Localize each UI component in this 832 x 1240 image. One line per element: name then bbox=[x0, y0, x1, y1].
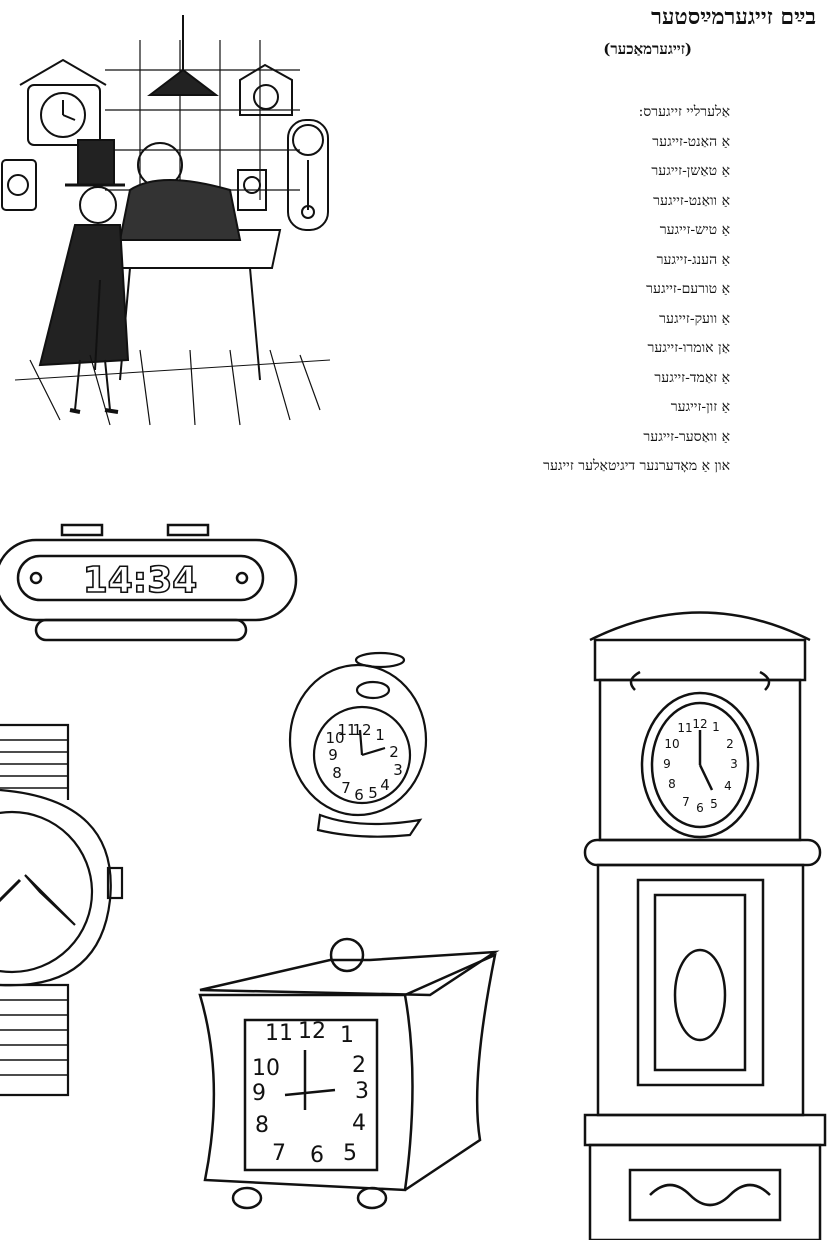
watchmaker-shop-illustration bbox=[1, 15, 331, 426]
svg-text:8: 8 bbox=[668, 777, 676, 791]
svg-text:1: 1 bbox=[375, 726, 385, 744]
svg-text:4: 4 bbox=[380, 776, 390, 794]
svg-text:9: 9 bbox=[252, 1081, 266, 1106]
list-item: אַ טאַשן-זייגער bbox=[651, 163, 730, 179]
bracket-clock-drawing bbox=[198, 937, 500, 1210]
svg-text:7: 7 bbox=[272, 1141, 286, 1166]
svg-text:3: 3 bbox=[355, 1079, 369, 1104]
svg-text:5: 5 bbox=[368, 784, 378, 802]
svg-text:7: 7 bbox=[682, 795, 690, 809]
page-subtitle: (זייגערמאַכער) bbox=[603, 40, 692, 58]
svg-text:12: 12 bbox=[352, 721, 371, 739]
svg-text:5: 5 bbox=[343, 1141, 357, 1166]
svg-text:1: 1 bbox=[340, 1023, 354, 1048]
svg-text:8: 8 bbox=[255, 1113, 269, 1138]
svg-text:5: 5 bbox=[710, 797, 718, 811]
list-item: אַ וואַנט-זייגער bbox=[653, 192, 730, 209]
grandfather-clock-drawing bbox=[583, 611, 827, 1240]
svg-text:4: 4 bbox=[352, 1111, 366, 1136]
svg-text:7: 7 bbox=[341, 779, 351, 797]
svg-text:2: 2 bbox=[352, 1053, 366, 1078]
svg-text:6: 6 bbox=[310, 1143, 324, 1168]
list-item: אַ הענג-זייגער bbox=[656, 251, 730, 268]
svg-text:9: 9 bbox=[663, 757, 671, 771]
svg-text:11: 11 bbox=[337, 721, 356, 739]
list-item: אַ האַנט-זייגער bbox=[652, 133, 730, 150]
list-item: אַ זון-זייגער bbox=[670, 399, 730, 415]
page-title: בײַם זייגערמײַסטער bbox=[651, 4, 816, 30]
svg-text:6: 6 bbox=[696, 801, 704, 815]
list-intro: אַלערליי זייגערס: bbox=[638, 104, 730, 120]
svg-text:6: 6 bbox=[354, 786, 364, 804]
svg-text:10: 10 bbox=[325, 729, 344, 747]
list-item: אַ טורעם-זייגער bbox=[646, 281, 730, 297]
list-item: אַן אומרו-זייגער bbox=[647, 340, 730, 356]
svg-text:3: 3 bbox=[393, 761, 403, 779]
list-item: אַ זאַמד-זייגער bbox=[654, 369, 730, 386]
svg-text:12: 12 bbox=[692, 717, 707, 731]
list-item: אַ טיש-זייגער bbox=[659, 222, 730, 238]
wristwatch-drawing bbox=[0, 723, 124, 1097]
svg-text:11: 11 bbox=[265, 1021, 293, 1046]
list-item: אַ וועק-זייגער bbox=[659, 310, 730, 327]
svg-text:9: 9 bbox=[328, 746, 338, 764]
digital-clock-drawing: 14:34 bbox=[0, 523, 298, 642]
svg-text:12: 12 bbox=[298, 1019, 326, 1044]
svg-text:4: 4 bbox=[724, 779, 732, 793]
svg-text:11: 11 bbox=[677, 721, 692, 735]
list-item: אַ וואַסער-זייגער bbox=[643, 428, 730, 445]
alarm-clock-drawing bbox=[288, 651, 428, 838]
list-item: און אַ מאָדערנער דיגיטאַלער זייגער bbox=[543, 458, 730, 474]
digital-clock-display: 14:34 bbox=[83, 560, 198, 601]
svg-text:2: 2 bbox=[726, 737, 734, 751]
svg-text:10: 10 bbox=[664, 737, 679, 751]
svg-text:8: 8 bbox=[332, 764, 342, 782]
clock-vocabulary-list: אַלערליי זייגערס: אַ האַנט-זייגער אַ טאַ… bbox=[310, 98, 730, 482]
svg-text:2: 2 bbox=[389, 743, 399, 761]
svg-text:10: 10 bbox=[252, 1056, 280, 1081]
svg-text:1: 1 bbox=[712, 720, 720, 734]
svg-text:3: 3 bbox=[730, 757, 738, 771]
